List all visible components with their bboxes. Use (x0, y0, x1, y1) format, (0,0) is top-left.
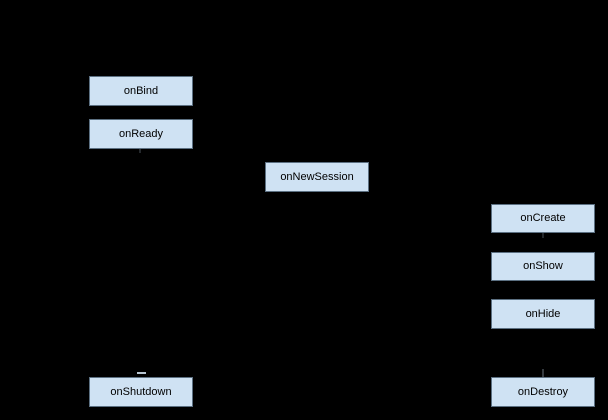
diagram-node-oncreate: onCreate (491, 204, 595, 233)
diagram-node-onshow: onShow (491, 252, 595, 281)
arrowhead-above-onShutdown (137, 372, 146, 374)
diagram-node-ondestroy: onDestroy (491, 377, 595, 407)
diagram-node-onshutdown: onShutdown (89, 377, 193, 407)
diagram-node-onnewsession: onNewSession (265, 162, 369, 192)
arrow-stub-below-onCreate (542, 233, 544, 238)
arrow-stub-above-onDestroy (542, 369, 544, 377)
diagram-node-onready: onReady (89, 119, 193, 149)
diagram-node-onhide: onHide (491, 299, 595, 329)
arrow-stub-below-onReady (139, 149, 141, 153)
diagram-node-onbind: onBind (89, 76, 193, 106)
